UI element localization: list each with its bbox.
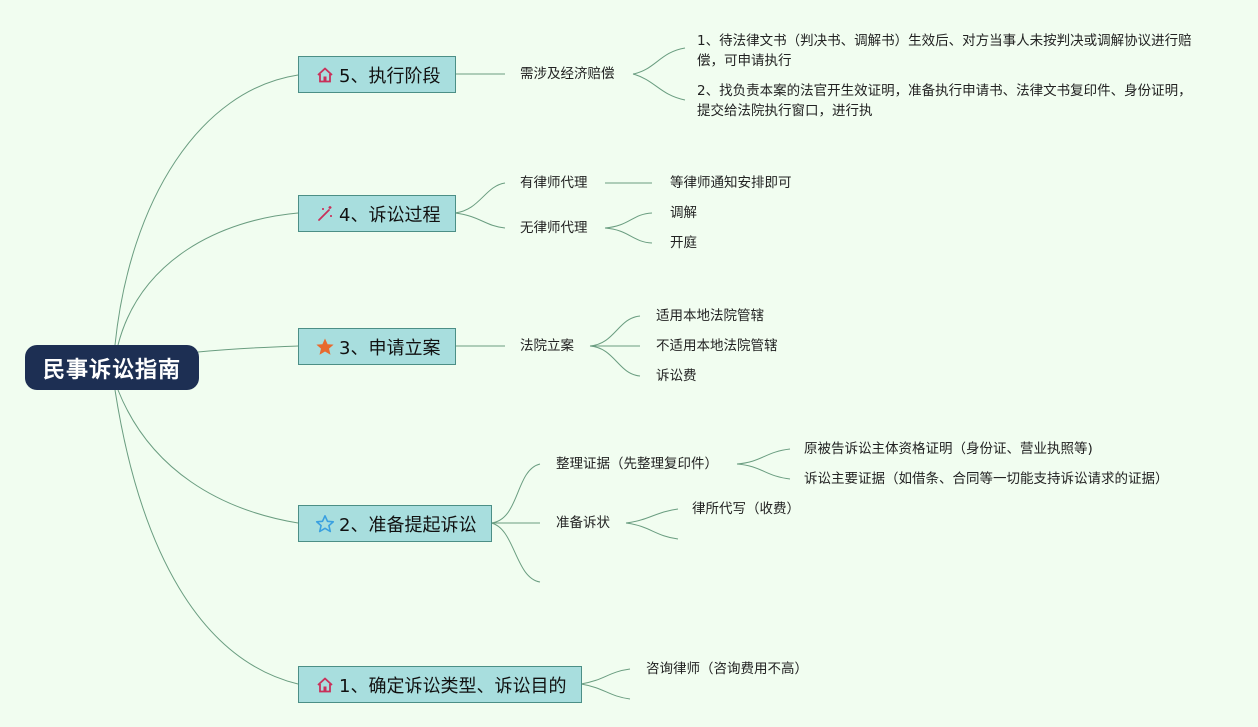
subtopic-t3-1[interactable]: 法院立案	[520, 338, 574, 354]
subtopic-t4-1[interactable]: 有律师代理	[520, 175, 588, 191]
connector-t2-sub1	[490, 463, 541, 524]
topic-label-t4: 4、诉讼过程	[339, 204, 441, 226]
subtopic-t1-1[interactable]: 咨询律师（咨询费用不高）	[646, 661, 808, 677]
connector-root-t4	[117, 212, 299, 346]
connector-root-t2	[117, 389, 299, 524]
connector-t2-sub3	[490, 522, 541, 583]
topic-label-t1: 1、确定诉讼类型、诉讼目的	[339, 675, 567, 697]
topic-node-t4[interactable]: 4、诉讼过程	[298, 195, 456, 232]
root-node[interactable]: 民事诉讼指南	[25, 345, 199, 390]
connector-t2-sub1-leaf2	[736, 463, 791, 480]
leaf-t3-1-3[interactable]: 诉讼费	[656, 368, 697, 384]
leaf-t2-1-2[interactable]: 诉讼主要证据（如借条、合同等一切能支持诉讼请求的证据）	[804, 471, 1169, 487]
connector-root-t3	[197, 345, 299, 353]
connector-root-t1	[114, 389, 299, 685]
connector-t4-sub1	[454, 182, 506, 214]
leaf-t4-2-1[interactable]: 调解	[670, 205, 697, 221]
subtopic-t2-2[interactable]: 准备诉状	[556, 515, 610, 531]
leaf-t3-1-2[interactable]: 不适用本地法院管辖	[656, 338, 778, 354]
subtopic-t4-2[interactable]: 无律师代理	[520, 220, 588, 236]
star-filled-icon	[315, 337, 335, 357]
subtopic-t5-1[interactable]: 需涉及经济赔偿	[520, 66, 615, 82]
connector-t1-sub1	[580, 668, 631, 685]
leaf-t2-1-1[interactable]: 原被告诉讼主体资格证明（身份证、营业执照等)	[804, 441, 1093, 457]
leaf-t4-1-1[interactable]: 等律师通知安排即可	[670, 175, 792, 191]
leaf-t4-2-2[interactable]: 开庭	[670, 235, 697, 251]
topic-node-t1[interactable]: 1、确定诉讼类型、诉讼目的	[298, 666, 582, 703]
house-icon	[315, 65, 335, 85]
leaf-t3-1-1[interactable]: 适用本地法院管辖	[656, 308, 764, 324]
connector-t3-leaf3	[589, 345, 641, 377]
topic-label-t3: 3、申请立案	[339, 337, 441, 359]
connector-t1-sub2	[580, 683, 631, 700]
topic-label-t2: 2、准备提起诉讼	[339, 514, 477, 536]
connector-t5-leaf2	[632, 73, 686, 101]
connector-t2-sub1-leaf1	[736, 448, 791, 465]
topic-node-t3[interactable]: 3、申请立案	[298, 328, 456, 365]
connector-root-t5	[114, 74, 299, 346]
leaf-t5-1-2[interactable]: 2、找负责本案的法官开生效证明，准备执行申请书、法律文书复印件、身份证明，提交给…	[697, 83, 1192, 119]
connector-t2-sub2-leaf2	[625, 522, 679, 540]
connector-t4-sub2-leaf1	[604, 212, 653, 229]
subtopic-t2-1[interactable]: 整理证据（先整理复印件）	[556, 456, 718, 472]
leaf-t2-2-1[interactable]: 律所代写（收费）	[692, 501, 800, 517]
topic-node-t2[interactable]: 2、准备提起诉讼	[298, 505, 492, 542]
root-label: 民事诉讼指南	[42, 357, 181, 383]
connector-t2-sub2-leaf1	[625, 508, 679, 524]
magic-wand-icon	[315, 204, 335, 224]
connector-t3-leaf1	[589, 315, 641, 347]
connector-t4-sub2	[454, 212, 506, 229]
topic-label-t5: 5、执行阶段	[339, 65, 441, 87]
house-icon	[315, 675, 335, 695]
connector-t5-leaf1	[632, 47, 686, 75]
topic-node-t5[interactable]: 5、执行阶段	[298, 56, 456, 93]
connector-t4-sub2-leaf2	[604, 227, 653, 244]
star-outline-icon	[315, 514, 335, 534]
leaf-t5-1-1[interactable]: 1、待法律文书（判决书、调解书）生效后、对方当事人未按判决或调解协议进行赔偿，可…	[697, 33, 1192, 69]
